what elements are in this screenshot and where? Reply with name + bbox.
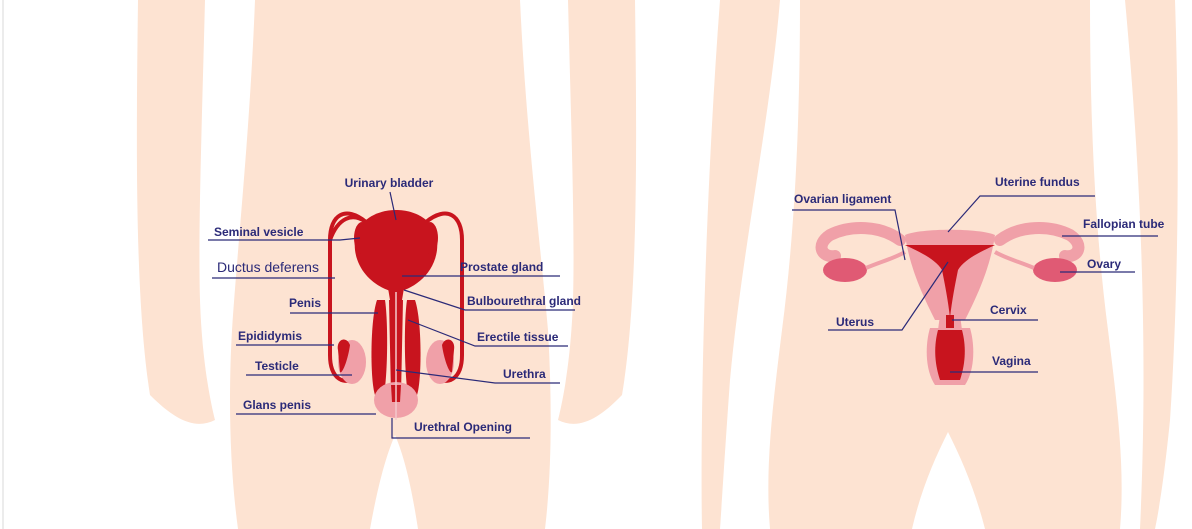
ovary-right (1033, 258, 1077, 282)
label-bulbourethral-gland: Bulbourethral gland (467, 294, 581, 308)
seminal-vesicle-right (422, 222, 438, 254)
label-erectile-tissue: Erectile tissue (477, 330, 559, 344)
label-prostate-gland: Prostate gland (460, 260, 543, 274)
label-glans-penis: Glans penis (243, 398, 311, 412)
label-ovary: Ovary (1087, 257, 1121, 271)
label-cervix: Cervix (990, 303, 1027, 317)
label-ovarian-ligament: Ovarian ligament (794, 192, 891, 206)
label-seminal-vesicle: Seminal vesicle (214, 225, 304, 239)
label-ductus-deferens: Ductus deferens (217, 259, 319, 275)
label-urethra: Urethra (503, 367, 546, 381)
label-vagina: Vagina (992, 354, 1031, 368)
label-penis: Penis (289, 296, 321, 310)
label-testicle: Testicle (255, 359, 299, 373)
label-urethral-opening: Urethral Opening (414, 420, 512, 434)
label-fallopian-tube: Fallopian tube (1083, 217, 1165, 231)
label-uterine-fundus: Uterine fundus (995, 175, 1080, 189)
ovary-left (823, 258, 867, 282)
label-uterus: Uterus (836, 315, 874, 329)
label-urinary-bladder: Urinary bladder (345, 176, 434, 190)
label-epididymis: Epididymis (238, 329, 302, 343)
